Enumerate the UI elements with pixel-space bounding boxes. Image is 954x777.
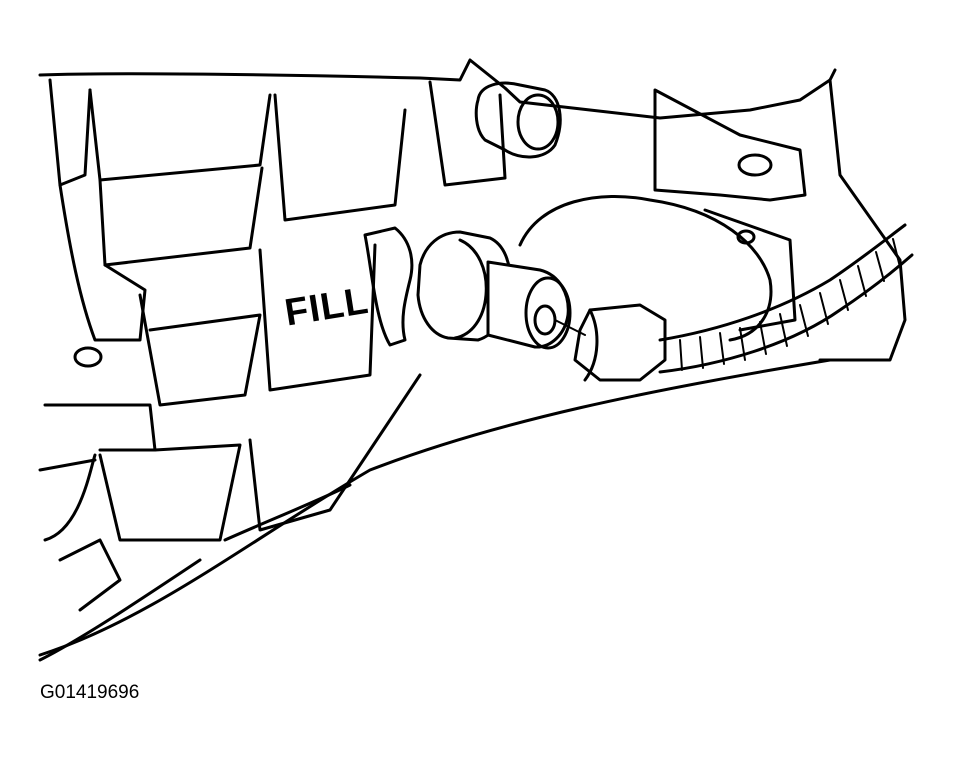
rib-2 bbox=[88, 88, 272, 182]
top-cap-end bbox=[516, 93, 560, 151]
sensor-connector-end bbox=[524, 276, 572, 350]
rib-14 bbox=[38, 458, 97, 472]
right-flange-inner bbox=[703, 208, 797, 332]
wire-harness-bottom bbox=[658, 253, 914, 374]
case-lower-edge bbox=[38, 358, 832, 657]
sensor-body bbox=[486, 260, 570, 349]
plug-face bbox=[583, 308, 599, 382]
case-bottom-curve bbox=[38, 558, 202, 662]
bolt-hole-left bbox=[73, 346, 103, 368]
rib-12 bbox=[58, 538, 122, 612]
plug-body bbox=[573, 303, 667, 382]
rib-15 bbox=[223, 483, 352, 542]
rib-6 bbox=[428, 80, 507, 187]
rib-1 bbox=[48, 78, 92, 187]
connector-leader bbox=[554, 319, 586, 336]
bolt-hole-right bbox=[737, 153, 773, 177]
rib-11 bbox=[248, 373, 422, 532]
figure-id: G01419696 bbox=[40, 682, 140, 703]
right-flange bbox=[653, 88, 807, 202]
sensor-boss bbox=[363, 226, 414, 347]
wire-harness-top bbox=[658, 223, 907, 342]
case-right-edge bbox=[818, 78, 907, 362]
top-cap bbox=[474, 81, 562, 159]
rib-3 bbox=[98, 166, 264, 267]
rib-7 bbox=[138, 293, 262, 407]
harness-wraps bbox=[679, 238, 901, 371]
rib-9 bbox=[43, 403, 157, 452]
rib-5 bbox=[273, 93, 407, 222]
sensor-hex-face bbox=[453, 238, 488, 340]
rib-8 bbox=[258, 243, 377, 392]
rib-10 bbox=[98, 443, 242, 542]
rib-4 bbox=[58, 183, 147, 342]
case-outline bbox=[38, 58, 837, 120]
